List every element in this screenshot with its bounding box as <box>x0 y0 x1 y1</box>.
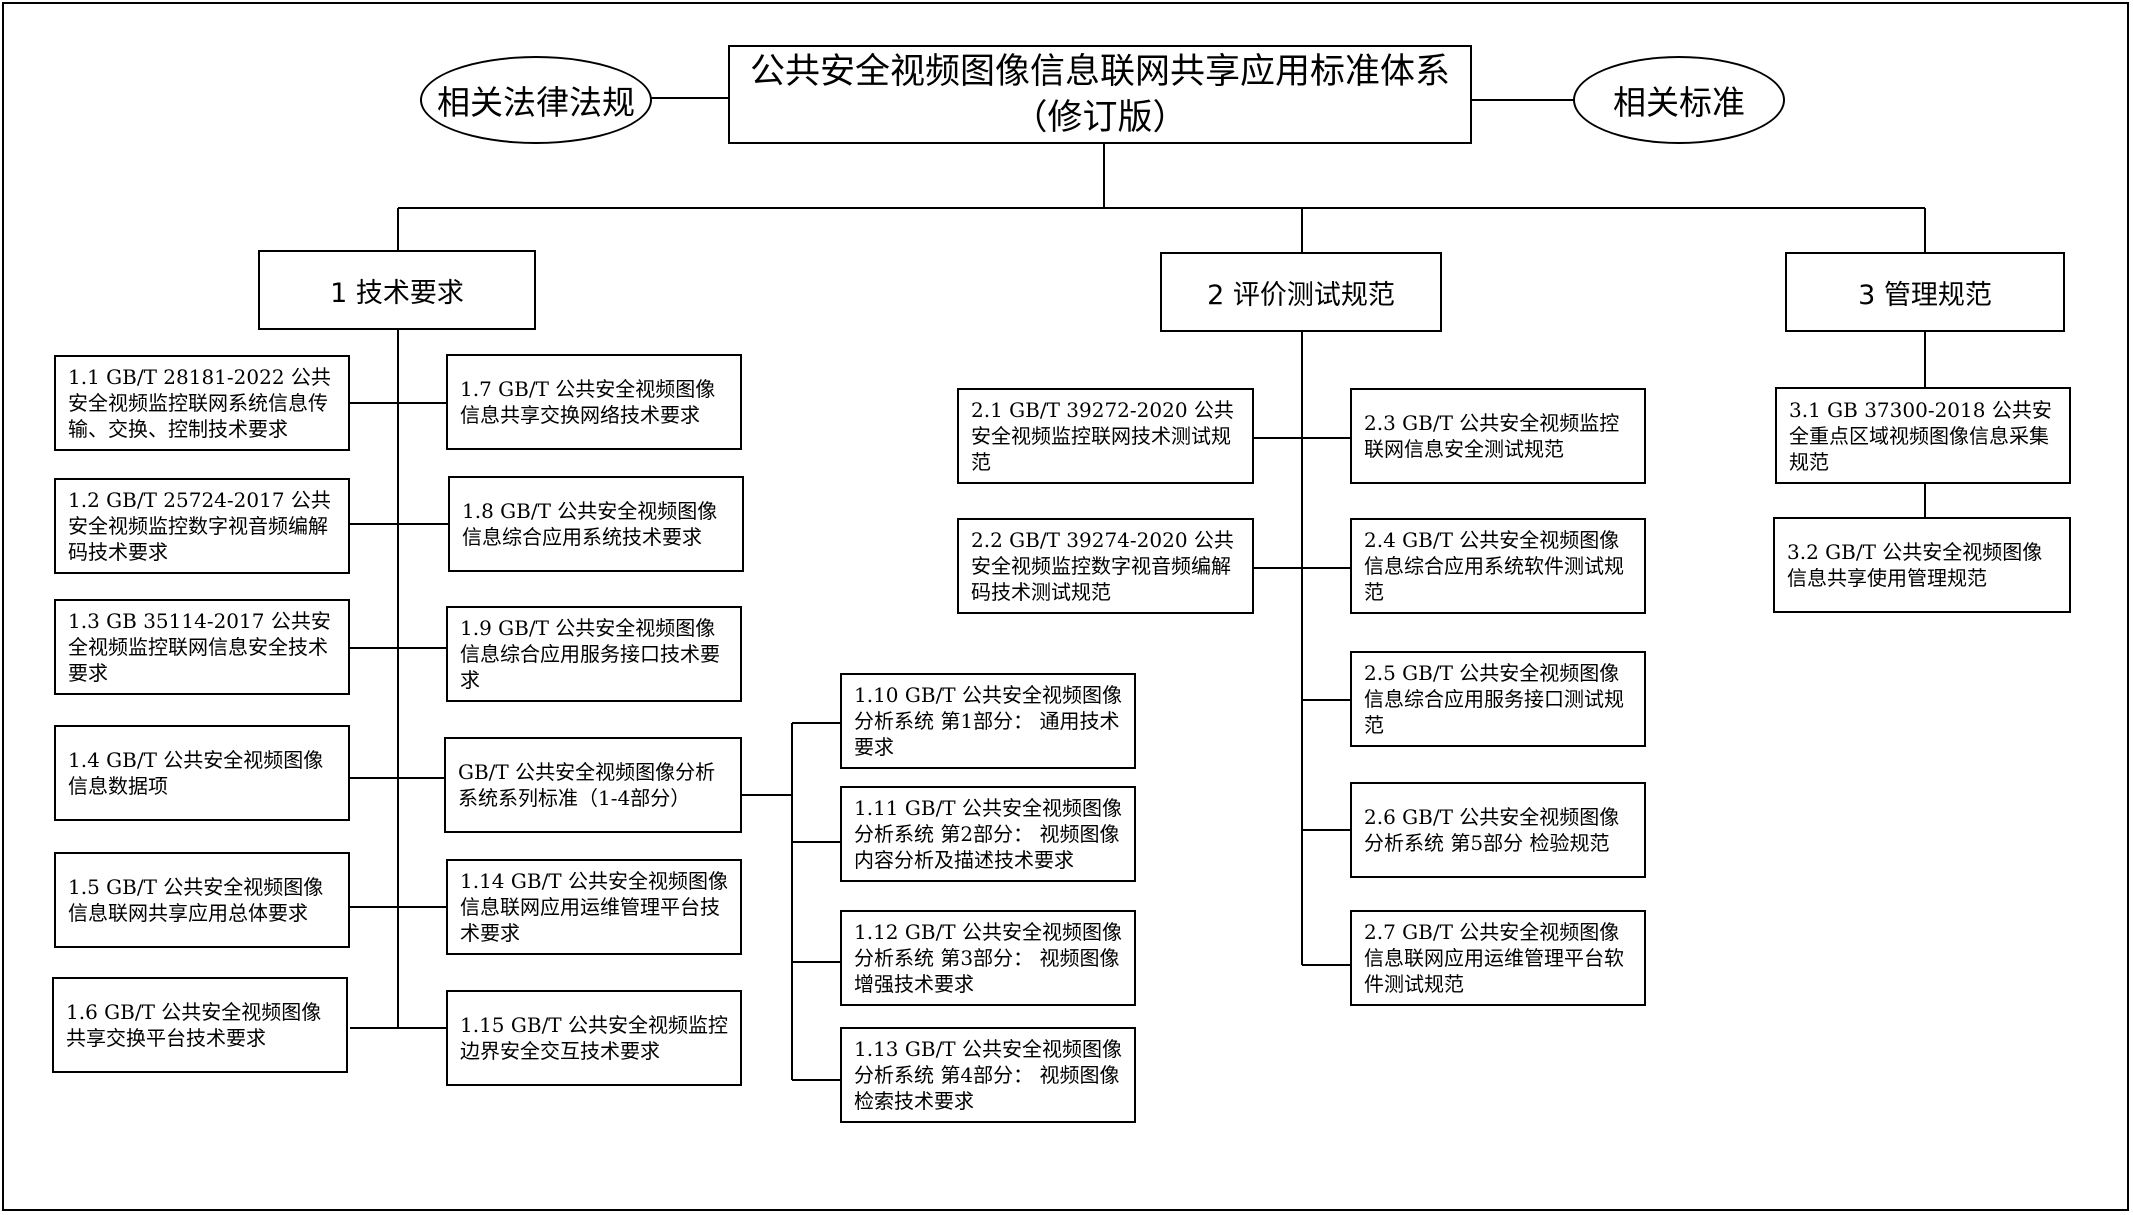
standard-text-1-10: 1.10 GB/T 公共安全视频图像分析系统 第1部分： 通用技术要求 <box>854 683 1122 759</box>
standard-text-2-2: 2.2 GB/T 39274-2020 公共安全视频监控数字视音频编解码技术测试… <box>971 528 1234 604</box>
standard-box-2-4: 2.4 GB/T 公共安全视频图像信息综合应用系统软件测试规范 <box>1350 518 1646 614</box>
standard-box-1-4: 1.4 GB/T 公共安全视频图像信息数据项 <box>54 725 350 821</box>
standard-text-2-5: 2.5 GB/T 公共安全视频图像信息综合应用服务接口测试规范 <box>1364 661 1624 737</box>
standard-box-1-6: 1.6 GB/T 公共安全视频图像共享交换平台技术要求 <box>52 977 348 1073</box>
standard-box-1-1: 1.1 GB/T 28181-2022 公共安全视频监控联网系统信息传输、交换、… <box>54 355 350 451</box>
related-standards-label: 相关标准 <box>1613 83 1745 122</box>
related-standards-oval: 相关标准 <box>1573 56 1785 144</box>
standard-box-2-6: 2.6 GB/T 公共安全视频图像分析系统 第5部分 检验规范 <box>1350 782 1646 878</box>
category-mgmt: 3 管理规范 <box>1785 252 2065 332</box>
standard-box-1-14: 1.14 GB/T 公共安全视频图像信息联网应用运维管理平台技术要求 <box>446 859 742 955</box>
title-line1: 公共安全视频图像信息联网共享应用标准体系 <box>749 51 1450 92</box>
standard-box-1-11: 1.11 GB/T 公共安全视频图像分析系统 第2部分： 视频图像内容分析及描述… <box>840 786 1136 882</box>
standard-box-1-15: 1.15 GB/T 公共安全视频监控边界安全交互技术要求 <box>446 990 742 1086</box>
standard-text-1-7: 1.7 GB/T 公共安全视频图像信息共享交换网络技术要求 <box>460 377 716 427</box>
standard-box-2-3: 2.3 GB/T 公共安全视频监控联网信息安全测试规范 <box>1350 388 1646 484</box>
category-eval-label: 2 评价测试规范 <box>1207 279 1395 311</box>
standard-text-1-4: 1.4 GB/T 公共安全视频图像信息数据项 <box>68 748 324 798</box>
standard-box-1-13: 1.13 GB/T 公共安全视频图像分析系统 第4部分： 视频图像检索技术要求 <box>840 1027 1136 1123</box>
category-tech-label: 1 技术要求 <box>330 277 464 309</box>
standard-text-1-6: 1.6 GB/T 公共安全视频图像共享交换平台技术要求 <box>66 1000 322 1050</box>
standard-box-1-5: 1.5 GB/T 公共安全视频图像信息联网共享应用总体要求 <box>54 852 350 948</box>
standard-box-1-8: 1.8 GB/T 公共安全视频图像信息综合应用系统技术要求 <box>448 476 744 572</box>
standard-text-2-6: 2.6 GB/T 公共安全视频图像分析系统 第5部分 检验规范 <box>1364 805 1620 855</box>
standard-text-1-13: 1.13 GB/T 公共安全视频图像分析系统 第4部分： 视频图像检索技术要求 <box>854 1037 1122 1113</box>
standard-box-3-2: 3.2 GB/T 公共安全视频图像信息共享使用管理规范 <box>1773 517 2071 613</box>
standard-text-2-7: 2.7 GB/T 公共安全视频图像信息联网应用运维管理平台软件测试规范 <box>1364 920 1624 996</box>
standard-text-1-2: 1.2 GB/T 25724-2017 公共安全视频监控数字视音频编解码技术要求 <box>68 488 331 564</box>
standard-text-1-5: 1.5 GB/T 公共安全视频图像信息联网共享应用总体要求 <box>68 875 324 925</box>
standard-text-1-3: 1.3 GB 35114-2017 公共安全视频监控联网信息安全技术要求 <box>68 609 331 685</box>
standard-text-1-12: 1.12 GB/T 公共安全视频图像分析系统 第3部分： 视频图像增强技术要求 <box>854 920 1122 996</box>
standard-box-1-9: 1.9 GB/T 公共安全视频图像信息综合应用服务接口技术要求 <box>446 606 742 702</box>
system-title: 公共安全视频图像信息联网共享应用标准体系 （修订版） <box>728 45 1472 144</box>
standard-box-1-2: 1.2 GB/T 25724-2017 公共安全视频监控数字视音频编解码技术要求 <box>54 478 350 574</box>
standard-box-1-3: 1.3 GB 35114-2017 公共安全视频监控联网信息安全技术要求 <box>54 599 350 695</box>
standard-text-1-15: 1.15 GB/T 公共安全视频监控边界安全交互技术要求 <box>460 1013 728 1063</box>
category-tech: 1 技术要求 <box>258 250 536 330</box>
standard-box-2-2: 2.2 GB/T 39274-2020 公共安全视频监控数字视音频编解码技术测试… <box>957 518 1254 614</box>
standard-box-2-1: 2.1 GB/T 39272-2020 公共安全视频监控联网技术测试规范 <box>957 388 1254 484</box>
standard-text-1-11: 1.11 GB/T 公共安全视频图像分析系统 第2部分： 视频图像内容分析及描述… <box>854 796 1122 872</box>
standard-text-1-9: 1.9 GB/T 公共安全视频图像信息综合应用服务接口技术要求 <box>460 616 720 692</box>
standard-text-3-2: 3.2 GB/T 公共安全视频图像信息共享使用管理规范 <box>1787 540 2043 590</box>
related-laws-label: 相关法律法规 <box>437 83 635 122</box>
standard-text-2-1: 2.1 GB/T 39272-2020 公共安全视频监控联网技术测试规范 <box>971 398 1234 474</box>
standard-text-analysis-series: GB/T 公共安全视频图像分析系统系列标准（1-4部分） <box>458 760 716 810</box>
related-laws-oval: 相关法律法规 <box>420 56 652 144</box>
standard-text-1-1: 1.1 GB/T 28181-2022 公共安全视频监控联网系统信息传输、交换、… <box>68 365 331 441</box>
category-eval: 2 评价测试规范 <box>1160 252 1442 332</box>
standard-box-2-5: 2.5 GB/T 公共安全视频图像信息综合应用服务接口测试规范 <box>1350 651 1646 747</box>
standard-box-analysis-series: GB/T 公共安全视频图像分析系统系列标准（1-4部分） <box>444 737 742 833</box>
standard-box-1-7: 1.7 GB/T 公共安全视频图像信息共享交换网络技术要求 <box>446 354 742 450</box>
standard-text-3-1: 3.1 GB 37300-2018 公共安全重点区域视频图像信息采集规范 <box>1789 397 2052 474</box>
standard-text-2-3: 2.3 GB/T 公共安全视频监控联网信息安全测试规范 <box>1364 411 1620 461</box>
standard-box-2-7: 2.7 GB/T 公共安全视频图像信息联网应用运维管理平台软件测试规范 <box>1350 910 1646 1006</box>
standard-text-2-4: 2.4 GB/T 公共安全视频图像信息综合应用系统软件测试规范 <box>1364 528 1624 604</box>
standard-box-1-12: 1.12 GB/T 公共安全视频图像分析系统 第3部分： 视频图像增强技术要求 <box>840 910 1136 1006</box>
category-mgmt-label: 3 管理规范 <box>1858 279 1992 311</box>
standard-box-1-10: 1.10 GB/T 公共安全视频图像分析系统 第1部分： 通用技术要求 <box>840 673 1136 769</box>
standard-text-1-14: 1.14 GB/T 公共安全视频图像信息联网应用运维管理平台技术要求 <box>460 869 728 945</box>
title-line2: （修订版） <box>1012 97 1188 138</box>
standard-text-1-8: 1.8 GB/T 公共安全视频图像信息综合应用系统技术要求 <box>462 499 718 549</box>
standard-box-3-1: 3.1 GB 37300-2018 公共安全重点区域视频图像信息采集规范 <box>1775 387 2071 484</box>
